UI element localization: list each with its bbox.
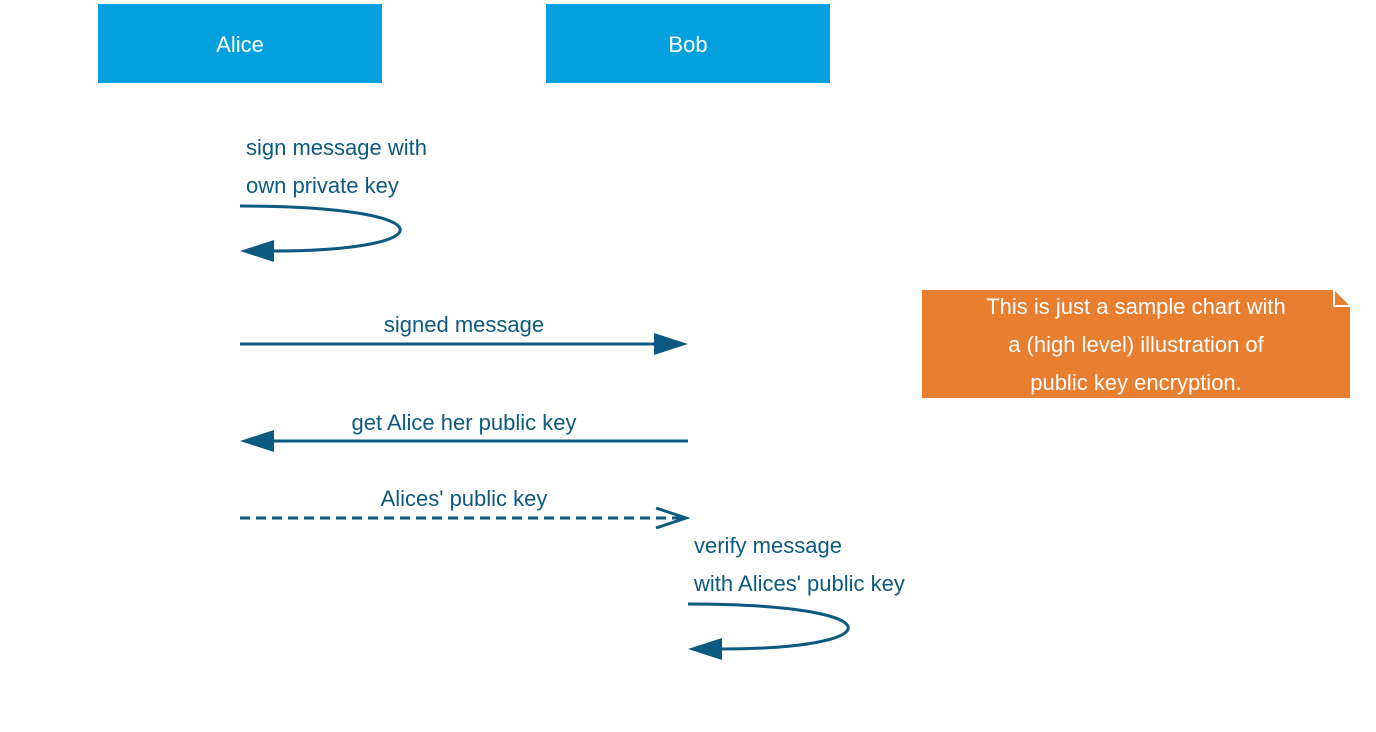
- participant-label: Alice: [216, 32, 264, 57]
- participant-box: [546, 4, 830, 83]
- message-label: own private key: [246, 173, 399, 198]
- participant-bob: Bob: [546, 4, 830, 83]
- note-fold-edge: [1333, 290, 1350, 307]
- arrowhead: [688, 638, 722, 660]
- message-label: signed message: [384, 312, 544, 337]
- note: This is just a sample chart with a (high…: [922, 290, 1350, 398]
- message-self-sign: sign message with own private key: [239, 135, 427, 262]
- message-label: with Alices' public key: [693, 571, 905, 596]
- note-box: [922, 290, 1350, 398]
- participant-box: [98, 4, 382, 83]
- note-text-line: public key encryption.: [1030, 370, 1242, 395]
- message-label: verify message: [694, 533, 842, 558]
- arrowhead: [654, 333, 688, 355]
- message-label: get Alice her public key: [351, 410, 576, 435]
- self-loop-arrow: [239, 204, 402, 253]
- message-alices-public-key: Alices' public key: [240, 486, 691, 530]
- participant-label: Bob: [668, 32, 707, 57]
- message-label: sign message with: [246, 135, 427, 160]
- message-get-public-key: get Alice her public key: [240, 410, 688, 452]
- note-text-line: This is just a sample chart with: [986, 294, 1286, 319]
- self-loop-arrow: [687, 602, 850, 651]
- message-self-verify: verify message with Alices' public key: [687, 533, 905, 660]
- open-arrowhead: [655, 506, 691, 530]
- note-text-line: a (high level) illustration of: [1008, 332, 1264, 357]
- message-label: Alices' public key: [381, 486, 548, 511]
- arrowhead: [240, 240, 274, 262]
- note-fold-corner: [1334, 290, 1350, 306]
- participant-alice: Alice: [98, 4, 382, 83]
- message-signed-message: signed message: [240, 312, 688, 355]
- arrowhead: [240, 430, 274, 452]
